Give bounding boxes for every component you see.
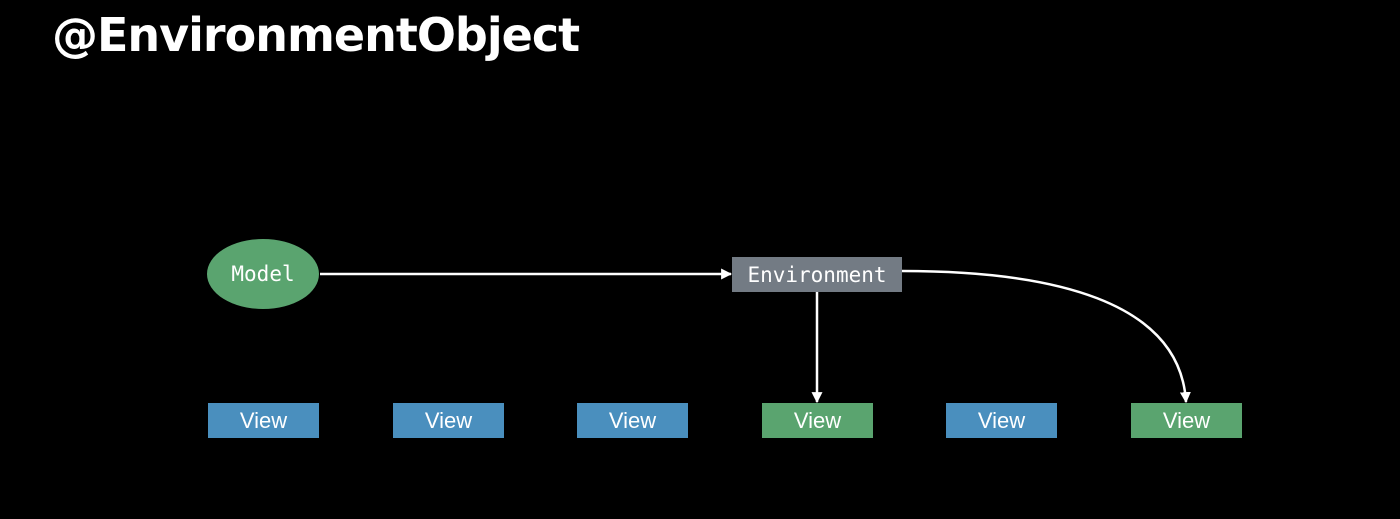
view-node: View xyxy=(393,403,504,438)
view-label: View xyxy=(609,408,656,433)
view-label: View xyxy=(425,408,472,433)
view-node: View xyxy=(1131,403,1242,438)
model-label: Model xyxy=(231,262,294,286)
view-box xyxy=(208,403,319,438)
view-node: View xyxy=(577,403,688,438)
environment-node: Environment xyxy=(732,257,902,292)
model-node: Model xyxy=(207,239,319,309)
view-label: View xyxy=(1163,408,1210,433)
view-box xyxy=(762,403,873,438)
view-box xyxy=(393,403,504,438)
view-node: View xyxy=(762,403,873,438)
view-node: View xyxy=(946,403,1057,438)
view-box xyxy=(1131,403,1242,438)
view-box xyxy=(946,403,1057,438)
view-label: View xyxy=(240,408,287,433)
arrow-environment-to-view-6 xyxy=(901,269,1191,404)
environment-box xyxy=(732,257,902,292)
view-label: View xyxy=(978,408,1025,433)
view-box xyxy=(577,403,688,438)
view-node: View xyxy=(208,403,319,438)
view-label: View xyxy=(794,408,841,433)
environment-label: Environment xyxy=(747,263,886,287)
model-ellipse xyxy=(207,239,319,309)
slide-title: @EnvironmentObject xyxy=(52,8,580,62)
